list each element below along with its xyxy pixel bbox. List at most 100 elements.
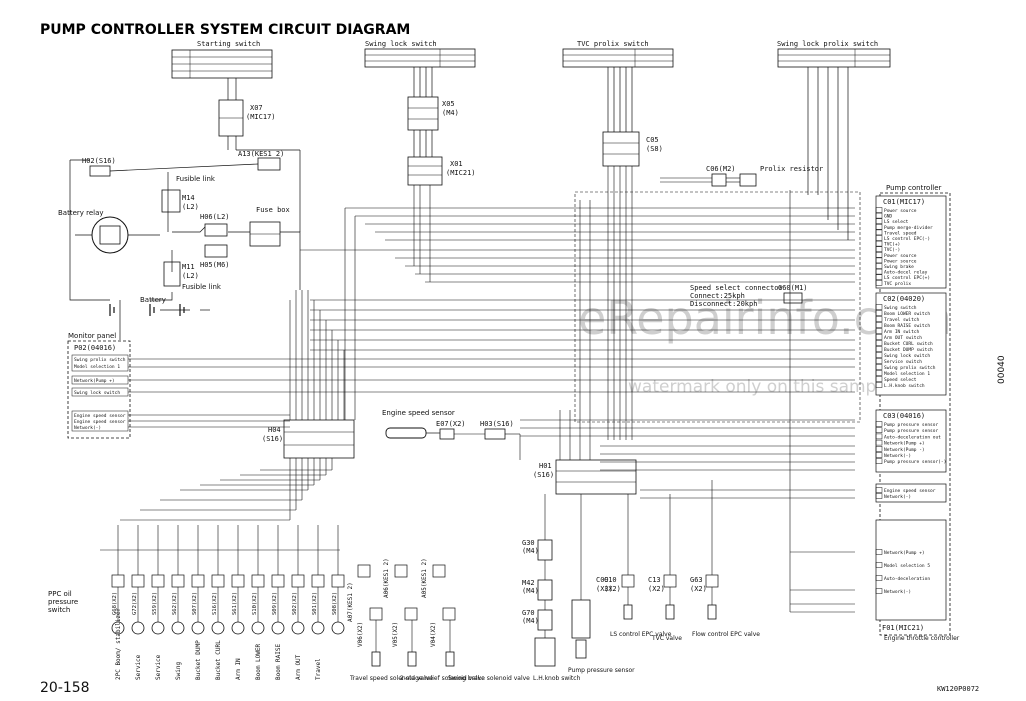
svg-text:2-stage relief solenoid valve: 2-stage relief solenoid valve	[400, 675, 485, 682]
svg-text:Network(Pump +): Network(Pump +)	[74, 378, 115, 384]
c01-pin	[875, 274, 883, 280]
c03-row: Auto-deceleration out	[884, 434, 941, 440]
c01-pin	[875, 280, 883, 286]
svg-text:Engine speed sensor: Engine speed sensor	[382, 409, 455, 417]
c01-row: Power source	[884, 208, 917, 214]
switch-label: Swing	[175, 662, 182, 680]
switch-label: Arm OUT	[295, 654, 302, 680]
svg-text:(X2): (X2)	[690, 585, 707, 593]
switch-connector	[151, 574, 165, 588]
c01-pin	[875, 235, 883, 241]
svg-text:switch: switch	[48, 606, 70, 614]
switch-label: 2PC Boom/ stabilizer	[115, 607, 122, 680]
f01-row: Model selection 5	[884, 563, 930, 569]
svg-text:(MIC21): (MIC21)	[446, 169, 476, 177]
svg-text:C03(04016): C03(04016)	[883, 412, 925, 420]
pressure-switch-icon	[131, 621, 145, 635]
battery-relay: Battery relay	[58, 209, 160, 254]
svg-text:C10: C10	[604, 576, 617, 584]
c02-pin	[875, 316, 883, 322]
c01-row: LS control EPC(+)	[884, 275, 930, 281]
switch-connector	[231, 574, 245, 588]
pressure-switch-icon	[231, 621, 245, 635]
c03-row: Pump pressure sensor(-)	[884, 459, 946, 465]
c02-pin	[875, 340, 883, 346]
switch-label: Bucket CURL	[215, 640, 222, 680]
svg-text:G70: G70	[522, 609, 535, 617]
svg-text:A13(KES1 2): A13(KES1 2)	[238, 150, 284, 158]
svg-text:(L2): (L2)	[182, 272, 199, 280]
switch-connector	[251, 574, 265, 588]
connector-x07: X07 (MIC17)	[218, 99, 276, 137]
c01-pin	[875, 257, 883, 264]
top-wires	[227, 67, 849, 240]
switch-label: Boom LOWER	[255, 643, 262, 680]
c01-pin	[875, 268, 883, 275]
switch-id: S07(X2)	[192, 592, 198, 615]
pump-pressure-sensor: Pump pressure sensor	[568, 494, 635, 674]
svg-text:X01: X01	[450, 160, 463, 168]
c01-pin	[875, 240, 883, 247]
c02-row: Service switch	[884, 359, 922, 365]
switch-label: Bucket DUMP	[195, 640, 202, 680]
pressure-switch-icon	[331, 621, 345, 635]
svg-text:X05: X05	[442, 100, 455, 108]
figure-code: KW120P0072	[937, 685, 979, 693]
svg-text:Swing brake solenoid valve: Swing brake solenoid valve	[448, 675, 530, 682]
c02-pin	[875, 346, 883, 352]
c01-pin	[875, 229, 883, 236]
c02-row: Bucket CURL switch	[884, 341, 933, 347]
page-title: PUMP CONTROLLER SYSTEM CIRCUIT DIAGRAM	[40, 22, 410, 38]
c02-row: L.H.knob switch	[884, 383, 925, 389]
c01-row: Auto-decel relay	[884, 270, 928, 276]
pressure-switch-icon	[271, 621, 285, 635]
c02-row: Model selection 1	[884, 371, 930, 377]
switch-label: Travel	[315, 658, 322, 680]
fuse-box: Fuse box	[249, 206, 290, 247]
swing-lock-prolix-switch: Swing lock prolix switch	[777, 40, 891, 68]
c01-row: TVC(+)	[884, 242, 900, 248]
ppc-switch-row: G68(X2)G72(X2)S59(X2)S62(X2)S07(X2)S16(X…	[111, 525, 345, 680]
svg-text:M42: M42	[522, 579, 535, 587]
svg-text:C05: C05	[646, 136, 659, 144]
pressure-switch-icon	[191, 621, 205, 635]
svg-text:H02(S16): H02(S16)	[82, 157, 116, 165]
svg-text:H06(L2): H06(L2)	[200, 213, 230, 221]
svg-text:Model selection 1: Model selection 1	[74, 364, 120, 370]
svg-text:G30: G30	[522, 539, 535, 547]
ppc-oil-label: PPC oil pressure switch	[48, 590, 78, 614]
svg-text:A06(KES1 2): A06(KES1 2)	[383, 558, 390, 598]
c03-row: Network(Pump -)	[884, 447, 925, 453]
c03-pin	[875, 452, 883, 458]
svg-text:Pump pressure sensor: Pump pressure sensor	[568, 667, 635, 674]
switch-label: Boom RAISE	[275, 643, 282, 680]
c03-pin	[875, 427, 883, 433]
f01-pin	[875, 588, 883, 594]
c03-row: Network(-)	[884, 453, 911, 459]
svg-text:(S8): (S8)	[646, 145, 663, 153]
starting-switch: Starting switch	[171, 40, 273, 79]
c02-row: Boom RAISE switch	[884, 323, 930, 329]
svg-text:Monitor panel: Monitor panel	[68, 332, 116, 340]
svg-text:P02(04016): P02(04016)	[74, 344, 116, 352]
c01-row: Travel speed	[884, 230, 917, 236]
engine-speed-sensor: Engine speed sensor	[382, 409, 455, 439]
c02-row: Swing prolix switch	[884, 365, 936, 371]
c02-pin	[875, 328, 883, 334]
pressure-switch-icon	[291, 621, 305, 635]
f01-row: Auto-deceleration	[884, 576, 930, 582]
svg-text:Engine speed sensor: Engine speed sensor	[74, 413, 126, 419]
pressure-switch-icon	[251, 621, 265, 635]
switch-connector	[331, 574, 345, 588]
tvc-prolix-switch: TVC prolix switch	[562, 40, 674, 68]
svg-text:Fusible link: Fusible link	[182, 283, 222, 291]
switch-id: S02(X2)	[292, 592, 298, 615]
switch-connector	[131, 574, 145, 588]
svg-text:Connect:25kph: Connect:25kph	[690, 292, 745, 300]
svg-text:G63: G63	[690, 576, 703, 584]
f01-pin	[875, 562, 883, 568]
c01-row: LS select	[884, 219, 909, 225]
page-number: 20-158	[40, 680, 90, 696]
c02-row: Speed select	[884, 377, 917, 383]
